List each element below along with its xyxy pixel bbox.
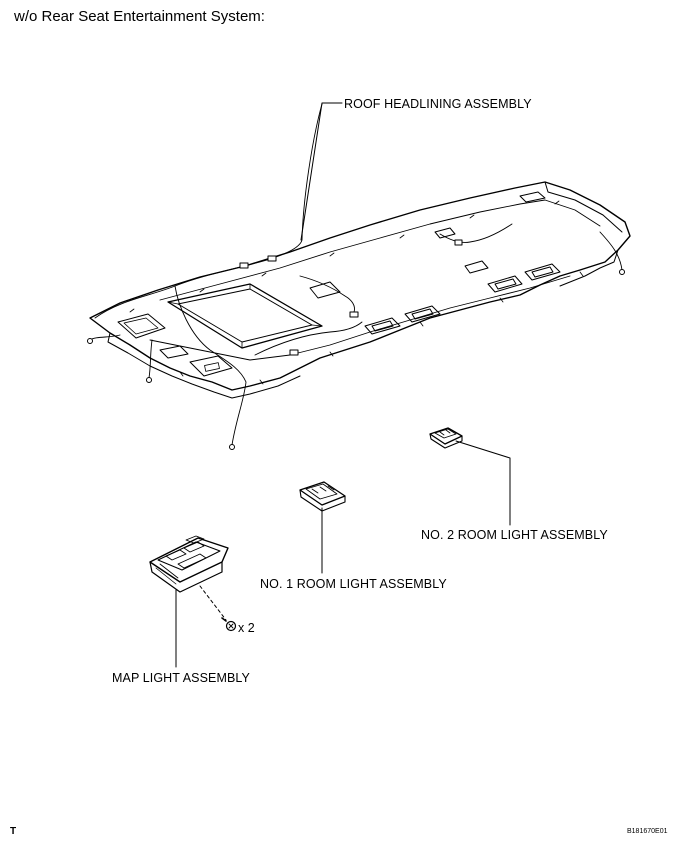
screw-install-path: [199, 585, 227, 621]
no1-room-light-label: NO. 1 ROOM LIGHT ASSEMBLY: [260, 577, 447, 591]
map-light-label: MAP LIGHT ASSEMBLY: [112, 671, 250, 685]
leader-roof-headlining: [300, 102, 343, 241]
no1-room-light-part: [299, 481, 346, 512]
roof-headlining: [87, 103, 631, 450]
screw-quantity-label: x 2: [238, 621, 255, 635]
map-light-part: [149, 535, 229, 593]
leader-no2-room-light: [455, 440, 511, 526]
no2-room-light-part: [429, 427, 463, 449]
corner-mark: T: [10, 826, 17, 837]
screw-part: [221, 617, 237, 632]
figure-code: B181670E01: [627, 828, 668, 835]
roof-headlining-label: ROOF HEADLINING ASSEMBLY: [344, 97, 532, 111]
section-title: w/o Rear Seat Entertainment System:: [14, 8, 265, 25]
no2-room-light-label: NO. 2 ROOM LIGHT ASSEMBLY: [421, 528, 608, 542]
